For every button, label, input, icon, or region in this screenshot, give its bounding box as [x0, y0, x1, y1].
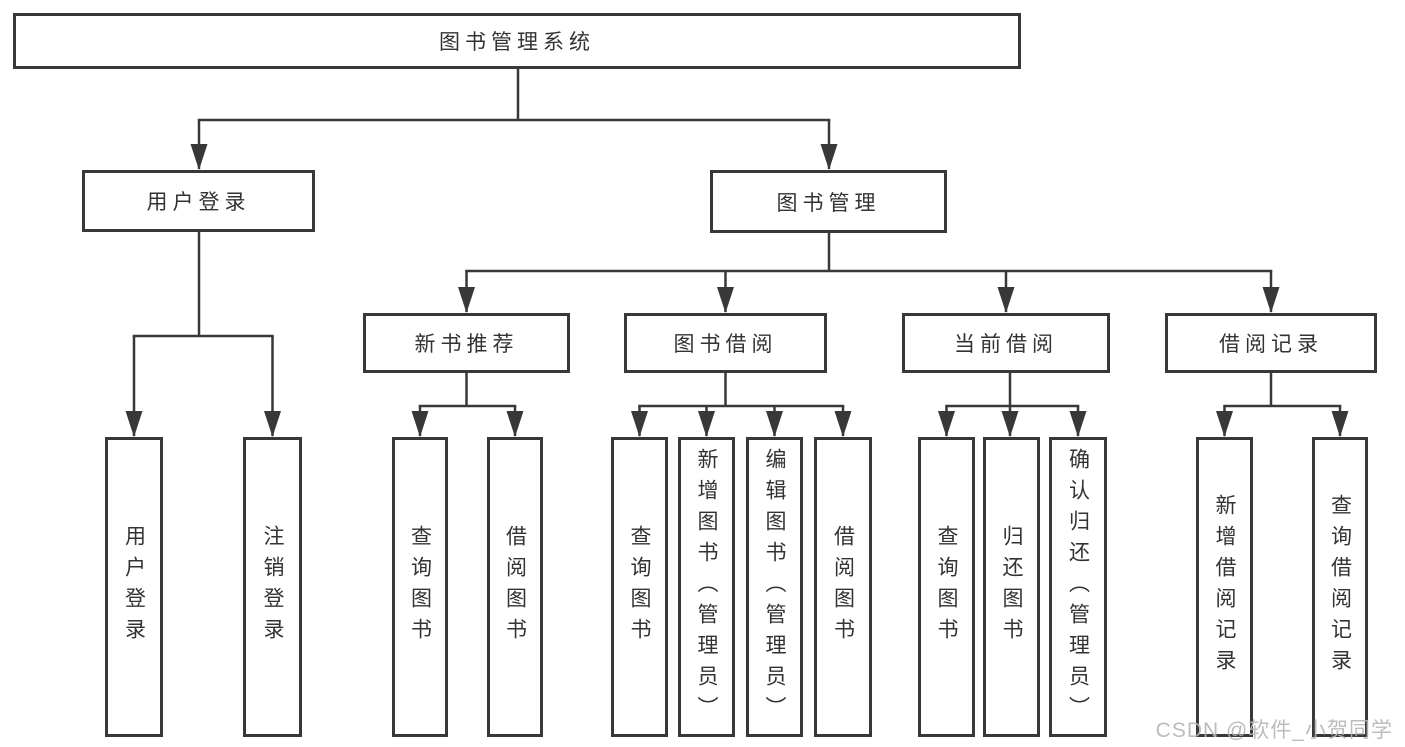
- leaf-label: 新增借阅记录: [1213, 494, 1236, 680]
- node-library-management-system: 图书管理系统: [13, 13, 1021, 69]
- leaf-label: 注销登录: [261, 525, 284, 649]
- leaf-label: 借阅图书: [831, 525, 855, 649]
- leaf-label: 查询借阅记录: [1328, 494, 1352, 680]
- leaf-label: 新增图书（管理员）: [695, 447, 718, 727]
- leaf-label: 查询图书: [935, 525, 958, 649]
- node-book-management: 图书管理: [710, 170, 947, 233]
- leaf-label: 查询图书: [408, 525, 432, 649]
- node-user-login: 用户登录: [82, 170, 315, 232]
- node-current-borrowing: 当前借阅: [902, 313, 1110, 373]
- leaf-add-books-admin: 新增图书（管理员）: [678, 437, 735, 737]
- leaf-borrow-books-recommend: 借阅图书: [487, 437, 543, 737]
- leaf-label: 确认归还（管理员）: [1066, 447, 1090, 727]
- leaf-label: 归还图书: [1000, 525, 1023, 649]
- leaf-query-borrow-record: 查询借阅记录: [1312, 437, 1368, 737]
- leaf-label: 借阅图书: [503, 525, 527, 649]
- node-book-borrowing: 图书借阅: [624, 313, 827, 373]
- leaf-confirm-return-admin: 确认归还（管理员）: [1049, 437, 1107, 737]
- leaf-label: 用户登录: [122, 525, 146, 649]
- csdn-watermark: CSDN @软件_小贺同学: [1155, 719, 1393, 742]
- node-new-book-recommendation: 新书推荐: [363, 313, 570, 373]
- leaf-edit-books-admin: 编辑图书（管理员）: [746, 437, 803, 737]
- leaf-user-login: 用户登录: [105, 437, 163, 737]
- leaf-label: 编辑图书（管理员）: [763, 447, 786, 727]
- leaf-borrow-books-borrowing: 借阅图书: [814, 437, 872, 737]
- leaf-add-borrow-record: 新增借阅记录: [1196, 437, 1253, 737]
- leaf-query-books-current: 查询图书: [918, 437, 975, 737]
- leaf-query-books-borrowing: 查询图书: [611, 437, 668, 737]
- leaf-query-books-recommend: 查询图书: [392, 437, 448, 737]
- leaf-logout-login: 注销登录: [243, 437, 302, 737]
- leaf-label: 查询图书: [628, 525, 651, 649]
- leaf-return-books: 归还图书: [983, 437, 1040, 737]
- node-borrowing-records: 借阅记录: [1165, 313, 1377, 373]
